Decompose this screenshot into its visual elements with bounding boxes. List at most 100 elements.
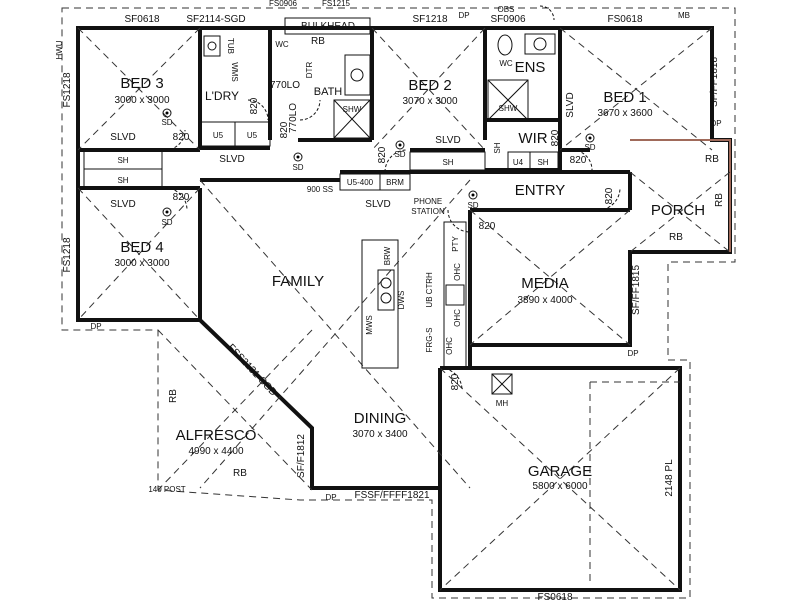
sd-label-5: SD — [584, 143, 595, 152]
window-sf1218: SF1218 — [412, 14, 447, 25]
window-fs0618-b: FS0618 — [537, 592, 572, 600]
door-size-9: 820 — [450, 373, 461, 390]
label-rh: RH — [425, 272, 434, 284]
label-frg-s: FRG-S — [425, 328, 434, 353]
label-pty: PTY — [451, 236, 460, 252]
label-wms: WMS — [230, 62, 239, 82]
label-ohc-2: OHC — [453, 309, 462, 327]
sink — [377, 269, 395, 311]
room-name-ens: ENS — [515, 59, 546, 76]
label-sh-3: SH — [442, 158, 453, 167]
room-name-wir: WIR — [518, 130, 547, 147]
label-770lo-b: 770LO — [288, 103, 299, 133]
label-rb-porch-2: RB — [714, 193, 725, 207]
sd-label-1: SD — [161, 118, 172, 127]
room-name-media: MEDIA — [521, 275, 569, 292]
label-station: STATION — [411, 207, 445, 216]
label-770lo-a: 770LO — [270, 80, 300, 91]
label-sh-1: SH — [117, 156, 128, 165]
sd-label-6: SD — [467, 201, 478, 210]
ens-toilet — [497, 34, 513, 56]
bed2-shelf — [409, 151, 486, 171]
manhole — [491, 373, 513, 395]
label-brm: BRM — [386, 178, 404, 187]
label-dp-2: DP — [325, 493, 336, 502]
label-hwu: HWU — [55, 40, 64, 59]
room-name-garage: GARAGE — [528, 463, 592, 480]
label-slvd-bed2: SLVD — [435, 135, 460, 146]
room-dim-garage: 5800 x 6000 — [532, 481, 587, 492]
sd-label-3: SD — [292, 163, 303, 172]
ens-shower — [487, 79, 529, 121]
door-size-1: 820 — [173, 132, 190, 143]
label-u5-a: U5 — [213, 131, 224, 140]
label-rb-alfresco-2: RB — [233, 468, 247, 479]
label-dp-1: DP — [90, 322, 101, 331]
label-dws: DWS — [397, 291, 406, 310]
window-sf0906: SF0906 — [490, 14, 525, 25]
room-dim-dining: 3070 x 3400 — [352, 429, 407, 440]
bath-shower — [333, 99, 371, 139]
label-slvd-ldry: SLVD — [219, 154, 244, 165]
label-slvd-bed4: SLVD — [110, 199, 135, 210]
room-dim-bed4: 3000 x 3000 — [114, 258, 169, 269]
label-u4: U4 — [513, 158, 524, 167]
window-fs1218-a: FS1218 — [62, 72, 73, 107]
room-dim-media: 3890 x 4000 — [517, 295, 572, 306]
room-name-family: FAMILY — [272, 273, 324, 290]
room-dim-bed2: 3070 x 3000 — [402, 96, 457, 107]
room-name-bed4: BED 4 — [120, 239, 163, 256]
door-size-4: 820 — [377, 146, 388, 163]
label-mws: MWS — [365, 315, 374, 335]
label-wc-bath: WC — [275, 40, 289, 49]
label-bulkhead: BULKHEAD — [301, 21, 355, 32]
label-ct: CT — [425, 284, 434, 295]
eave-outline — [61, 7, 736, 599]
window-fs1218-b: FS1218 — [62, 237, 73, 272]
room-name-dining: DINING — [354, 410, 407, 427]
label-rb-porch-1: RB — [705, 154, 719, 165]
door-size-7: 820 — [604, 187, 615, 204]
ens-vanity — [524, 33, 556, 55]
door-size-3: 820 — [249, 97, 260, 114]
room-name-ldry: L'DRY — [205, 89, 239, 103]
label-brw: BRW — [383, 246, 392, 265]
window-fs1215: FS1215 — [322, 0, 351, 8]
label-sh-2: SH — [117, 176, 128, 185]
room-dim-bed1: 3670 x 3600 — [597, 108, 652, 119]
label-slvd-bed1: SLVD — [565, 92, 576, 117]
label-tub: TUB — [226, 38, 235, 54]
label-shw-bath: SHW — [343, 105, 362, 114]
door-size-8: 820 — [479, 221, 496, 232]
label-ohc-3: OHC — [445, 337, 454, 355]
room-name-entry: ENTRY — [515, 182, 566, 199]
label-dp-4: DP — [710, 119, 721, 128]
window-sfff1818: SF/FF1818 — [709, 57, 720, 107]
sink-bowl-2 — [380, 292, 392, 304]
window-sff1812: SF/F1812 — [296, 434, 307, 478]
label-dp-5: DP — [458, 11, 469, 20]
label-rb-bath: RB — [311, 36, 325, 47]
label-ohc-1: OHC — [453, 263, 462, 281]
room-name-bed3: BED 3 — [120, 75, 163, 92]
kitchen-bench — [443, 221, 467, 369]
label-u5-400: U5-400 — [347, 178, 374, 187]
door-swings — [164, 5, 621, 391]
label-shw-ens: SHW — [499, 104, 518, 113]
sd-label-4: SD — [394, 150, 405, 159]
room-name-alfresco: ALFRESCO — [176, 427, 257, 444]
window-fs0906-top: FS0906 — [269, 0, 298, 8]
smoke-detectors — [162, 108, 595, 217]
label-obs: OBS — [498, 5, 515, 14]
door-size-2: 820 — [173, 192, 190, 203]
sd-label-2: SD — [161, 218, 172, 227]
porch-edge — [630, 139, 731, 252]
label-phone: PHONE — [414, 197, 442, 206]
room-name-porch: PORCH — [651, 202, 705, 219]
label-slvd-bed3: SLVD — [110, 132, 135, 143]
room-name-bed1: BED 1 — [603, 89, 646, 106]
kitchen-island — [361, 239, 399, 369]
window-sf2114: SF2114-SGD — [186, 14, 245, 25]
label-rb-porch-3: RB — [669, 232, 683, 243]
